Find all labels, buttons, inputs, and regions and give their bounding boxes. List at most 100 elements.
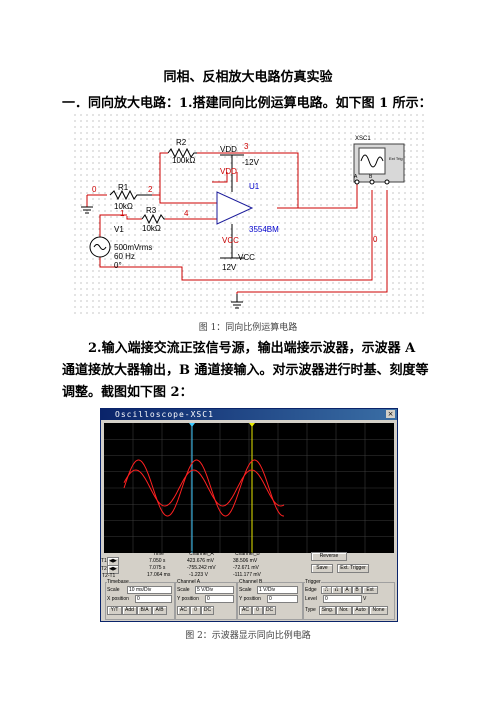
timebase-scale-field[interactable]: 10 ms/Div	[127, 586, 172, 594]
channel-b-ypos-field[interactable]: 0	[267, 595, 298, 603]
t1-a: 423.676 mV	[187, 558, 214, 564]
trigger-header: Trigger	[305, 579, 321, 585]
node-1: 1	[120, 209, 125, 218]
scope-a: A	[354, 174, 358, 180]
timebase-scale-label: Scale	[107, 587, 120, 593]
paragraph-step2: 2.输入端接交流正弦信号源，输出端接示波器，示波器 A 通道接放大器输出，B 通…	[62, 341, 429, 400]
mode-ba-button[interactable]: B/A	[137, 606, 152, 615]
x-position-field[interactable]: 0	[135, 595, 172, 603]
trigger-auto-button[interactable]: Auto	[352, 606, 369, 615]
channel-b-header: Channel B	[239, 579, 263, 585]
u1-name: U1	[249, 182, 260, 191]
r1-value: 10kΩ	[114, 202, 133, 211]
channel-b-dc-button[interactable]: DC	[263, 606, 276, 615]
channel-a-ac-button[interactable]: AC	[177, 606, 190, 615]
circuit-schematic: R2 100kΩ R1 10kΩ R3 10kΩ V1 500mVrms 60 …	[72, 112, 428, 318]
channel-b-ac-button[interactable]: AC	[239, 606, 252, 615]
scope-name: XSC1	[355, 136, 371, 142]
ext-trigger-button[interactable]: Ext. Trigger	[337, 564, 369, 573]
vcc-label: VCC	[238, 253, 255, 262]
vcc-value: 12V	[222, 263, 237, 272]
t2-b: -72.671 mV	[233, 565, 259, 571]
dt-a: -1.223 V	[189, 572, 208, 578]
oscilloscope-window: Oscilloscope-XSC1 × ◀▶ ◀▶ T1 T2 T2-T1 Ti…	[100, 408, 398, 622]
t2-label: T2	[101, 566, 107, 572]
window-title: Oscilloscope-XSC1	[115, 410, 214, 419]
trigger-source-ext-button[interactable]: Ext	[362, 586, 378, 594]
titlebar[interactable]: Oscilloscope-XSC1 ×	[101, 409, 397, 420]
u1-part: 3554BM	[249, 225, 279, 234]
mode-ab-button[interactable]: A/B	[152, 606, 167, 615]
v1-amp: 500mVrms	[114, 243, 152, 252]
v1-phase: 0°	[114, 261, 122, 270]
reverse-button[interactable]: Reverse	[311, 552, 347, 561]
trigger-source-b-button[interactable]: B	[352, 586, 362, 594]
node-0: 0	[92, 185, 97, 194]
channel-a-zero-button[interactable]: 0	[190, 606, 201, 615]
x-position-label: X position	[107, 596, 129, 602]
falling-edge-icon[interactable]: ⎌	[331, 586, 342, 594]
cursor-t2-handle-icon[interactable]	[249, 423, 255, 427]
r1-name: R1	[118, 183, 129, 192]
vcc-net: VCC	[222, 236, 239, 245]
node-0b: 0	[373, 235, 378, 244]
t1-time: 7.050 s	[149, 558, 166, 564]
r3-name: R3	[146, 206, 157, 215]
dt-b: -111.177 mV	[233, 572, 261, 578]
trigger-none-button[interactable]: None	[369, 606, 388, 615]
r3-value: 10kΩ	[142, 224, 161, 233]
header-chb: Channel_B	[235, 551, 260, 557]
cursor-t1-handle-icon[interactable]	[189, 423, 195, 427]
header-time: Time	[153, 551, 164, 557]
scope-grid	[104, 423, 394, 553]
trace-channel-b	[123, 469, 285, 507]
channel-b-zero-button[interactable]: 0	[252, 606, 263, 615]
trigger-level-label: Level	[305, 596, 317, 602]
trigger-normal-button[interactable]: Nor.	[336, 606, 352, 615]
t2-a: -755.242 mV	[187, 565, 216, 571]
t1-b: 38.506 mV	[233, 558, 258, 564]
channel-a-ypos-field[interactable]: 0	[205, 595, 234, 603]
t2-arrows[interactable]: ◀▶	[107, 565, 119, 574]
components	[81, 143, 405, 309]
t2-time: 7.075 s	[149, 565, 166, 571]
header-cha: Channel_A	[189, 551, 214, 557]
channel-b-scale-field[interactable]: 1 V/Div	[257, 586, 298, 594]
timebase-group	[105, 582, 175, 620]
channel-b-ypos-label: Y position	[239, 596, 261, 602]
trigger-source-a-button[interactable]: A	[342, 586, 352, 594]
r2-name: R2	[176, 138, 187, 147]
channel-a-header: Channel A	[177, 579, 201, 585]
trigger-group	[303, 582, 395, 620]
channel-b-group	[237, 582, 303, 620]
wires	[86, 152, 388, 294]
t21-label: T2-T1	[102, 573, 116, 579]
mode-add-button[interactable]: Add	[122, 606, 137, 615]
scope-screen	[104, 423, 394, 553]
channel-a-ypos-label: Y position	[177, 596, 199, 602]
trigger-level-field[interactable]: 0	[323, 595, 362, 603]
node-2: 2	[148, 185, 153, 194]
save-button[interactable]: Save	[311, 564, 333, 573]
vdd-value: -12V	[242, 158, 260, 167]
figure2-caption: 图 2：示波器显示同向比例电路	[185, 631, 311, 641]
circuit-svg: R2 100kΩ R1 10kΩ R3 10kΩ V1 500mVrms 60 …	[81, 136, 405, 309]
t1-label: T1	[101, 558, 107, 564]
node-3: 3	[244, 142, 249, 151]
close-icon[interactable]: ×	[386, 410, 395, 418]
trigger-edge-label: Edge	[305, 587, 317, 593]
scope-svg	[104, 423, 394, 553]
v1-name: V1	[114, 225, 124, 234]
r2-value: 100kΩ	[172, 156, 195, 165]
channel-a-scale-field[interactable]: 5 V/Div	[195, 586, 234, 594]
scope-ext: Ext Trig	[389, 156, 403, 161]
section-heading: 一．同向放大电路：1.搭建同向比例运算电路。如下图 1 所示：	[62, 96, 432, 111]
trigger-single-button[interactable]: Sing.	[319, 606, 336, 615]
timebase-header: Timebase	[107, 579, 129, 585]
mode-yt-button[interactable]: Y/T	[107, 606, 122, 615]
v1-freq: 60 Hz	[114, 252, 135, 261]
labels: R2 100kΩ R1 10kΩ R3 10kΩ V1 500mVrms 60 …	[92, 136, 403, 272]
vdd-net: VDD	[220, 167, 237, 176]
channel-a-dc-button[interactable]: DC	[201, 606, 214, 615]
channel-a-group	[175, 582, 237, 620]
